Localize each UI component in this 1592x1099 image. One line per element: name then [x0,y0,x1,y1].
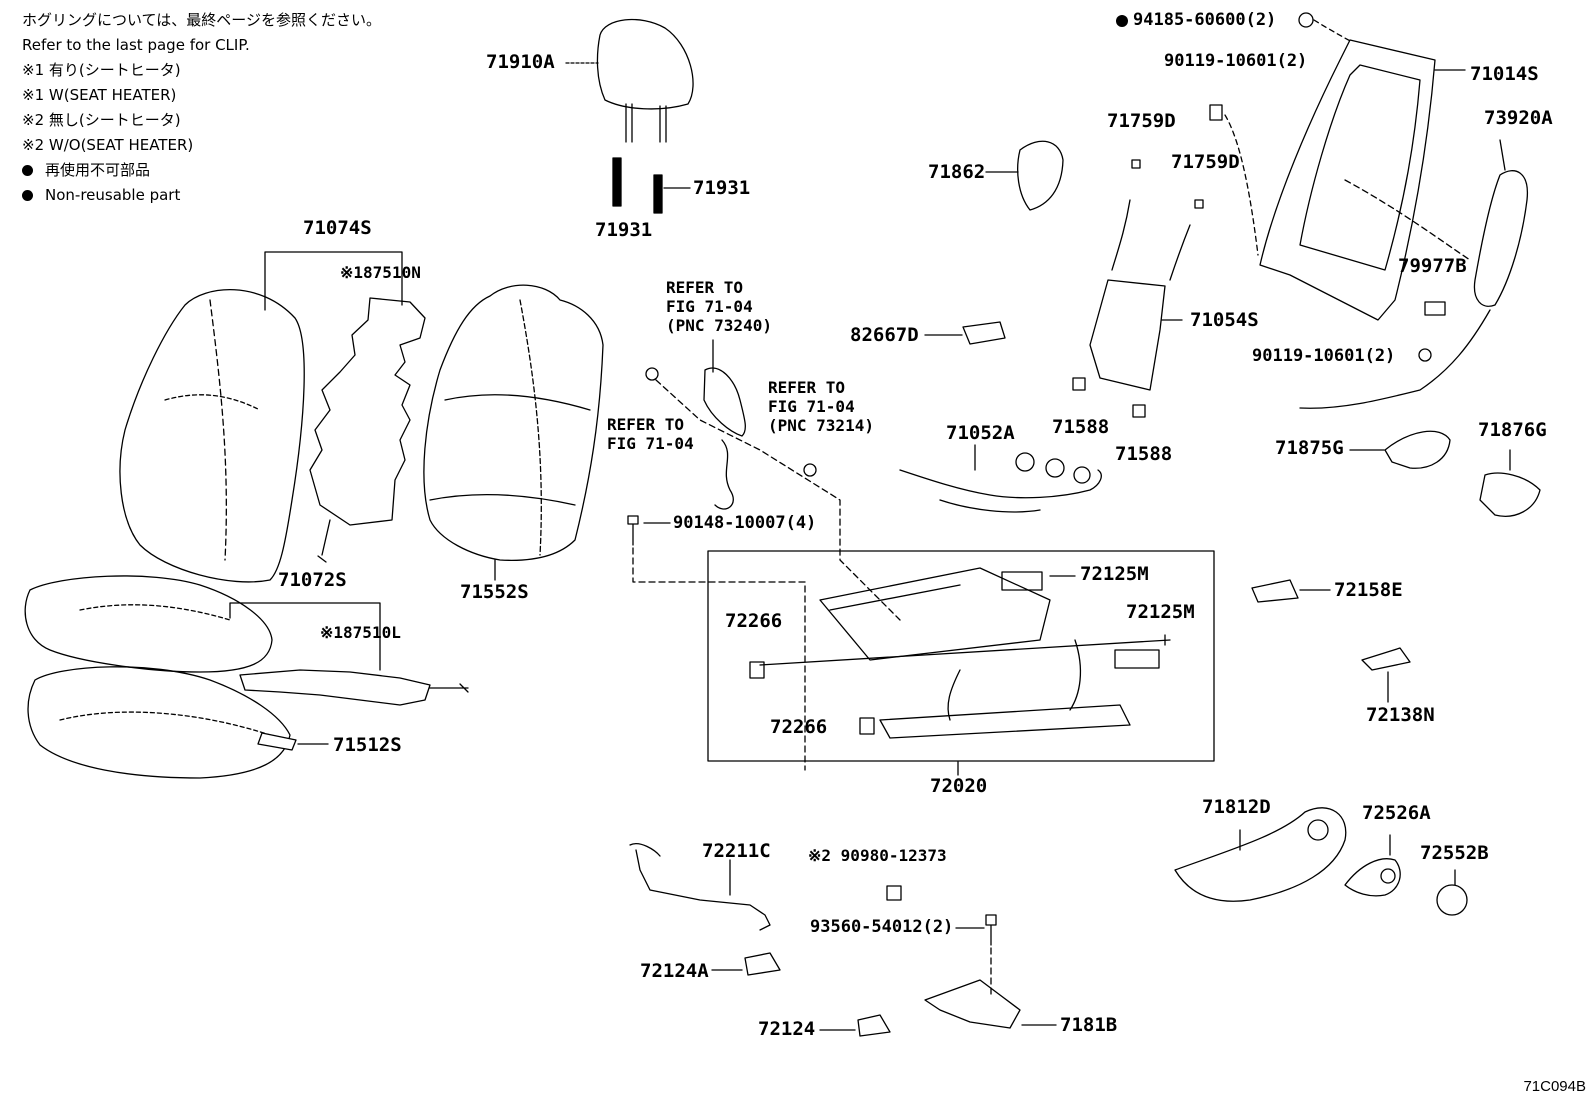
nonreusable-dot-icon [22,190,33,201]
part-label-72266-lower: 72266 [770,716,828,738]
pad-71862-drawing [986,141,1063,210]
rod-72211c-drawing [630,844,770,930]
airbag-73920a-drawing [1300,140,1527,408]
part-label-71512s: 71512S [333,734,402,756]
knob-72526a-drawing [1345,835,1467,915]
part-label-72125m-lower: 72125M [1126,601,1195,623]
part-label-71588-right: 71588 [1115,443,1173,465]
part-label-71910a: 71910A [486,51,555,73]
refer-note-airbag: REFER TO FIG 71-04 (PNC 73240) [666,278,772,335]
refer-note-pnc-73214: REFER TO FIG 71-04 (PNC 73214) [768,378,874,435]
part-label-87510n: ※187510N [340,263,421,282]
side-airbag-drawing [704,340,816,509]
part-label-71812d: 71812D [1202,796,1271,818]
clip-82667d-drawing [925,322,1005,344]
part-label-72158e: 72158E [1334,579,1403,601]
part-label-71875g: 71875G [1275,437,1344,459]
part-label-72211c: 72211C [702,840,771,862]
legend-line-clip-en: Refer to the last page for CLIP. [22,36,250,54]
part-label-71588-left: 71588 [1052,416,1110,438]
legend-line-noheater-en: ※2 W/O(SEAT HEATER) [22,136,194,154]
lumbar-71054s-drawing [1073,160,1203,417]
part-label-79977b: 79977B [1398,255,1467,277]
part-label-71759d-lower: 71759D [1171,151,1240,173]
part-label-93560: 93560-54012(2) [810,917,954,937]
part-label-71862: 71862 [928,161,986,183]
covers-72124-drawing [712,953,890,1036]
bracket-7181b-drawing [887,886,1056,1028]
bolt-90148-drawing [628,368,900,770]
part-label-71931-right: 71931 [693,177,751,199]
heater-pad-lower-drawing [240,670,468,705]
part-label-71931-left: 71931 [595,219,653,241]
heater-pad-upper-drawing [310,298,425,562]
part-label-90980: ※2 90980-12373 [808,846,947,865]
legend-nonreusable-en-text: Non-reusable part [45,186,181,204]
part-label-71014s: 71014S [1470,63,1539,85]
part-label-94185: 94185-60600(2) [1133,10,1277,30]
part-label-90119-upper: 90119-10601(2) [1164,51,1308,71]
trim-71875g-71876g-drawing [1350,431,1540,516]
legend: ホグリングについては、最終ページを参照ください。 Refer to the la… [22,8,381,208]
part-label-73920a: 73920A [1484,107,1553,129]
part-label-72020: 72020 [930,775,988,797]
legend-nonreusable-jp-text: 再使用不可部品 [45,161,151,179]
part-label-72526a: 72526A [1362,802,1431,824]
part-label-71052a: 71052A [946,422,1015,444]
legend-line-clip-jp: ホグリングについては、最終ページを参照ください。 [22,11,381,29]
harness-71052a-drawing [900,445,1101,512]
shield-71812d-drawing [1175,808,1346,901]
adjuster-72020-drawing [708,551,1214,775]
figure-code: 71C094B [1523,1078,1586,1095]
part-label-71552s: 71552S [460,581,529,603]
seatback-cover-drawing [120,252,402,582]
part-label-72125m-upper: 72125M [1080,563,1149,585]
part-label-72124: 72124 [758,1018,816,1040]
part-label-72552b: 72552B [1420,842,1489,864]
refer-note-fig: REFER TO FIG 71-04 [607,415,694,453]
part-label-71759d-upper: 71759D [1107,110,1176,132]
headrest-drawing [566,20,693,213]
part-label-90119-lower: 90119-10601(2) [1252,346,1396,366]
part-label-71054s: 71054S [1190,309,1259,331]
part-label-72124a: 72124A [640,960,709,982]
cushion-pad-drawing [28,667,328,778]
part-label-71072s: 71072S [278,569,347,591]
legend-line-heater-en: ※1 W(SEAT HEATER) [22,86,177,104]
legend-nonreusable-en: Non-reusable part [22,183,381,208]
seatback-pad-drawing [424,285,603,580]
nonreusable-marker-icon [1116,15,1128,27]
part-label-7181b: 7181B [1060,1014,1118,1036]
part-label-72266-upper: 72266 [725,610,783,632]
covers-72158e-72138n-drawing [1252,580,1410,702]
part-label-82667d: 82667D [850,324,919,346]
part-label-90148: 90148-10007(4) [673,513,817,533]
nonreusable-dot-icon [22,165,33,176]
part-label-87510l: ※187510L [320,623,401,642]
cushion-cover-drawing [25,576,380,672]
seatback-frame-drawing [1210,13,1470,361]
legend-line-noheater-jp: ※2 無し(シートヒータ) [22,111,181,129]
legend-nonreusable-jp: 再使用不可部品 [22,158,381,183]
part-label-71876g: 71876G [1478,419,1547,441]
legend-line-heater-jp: ※1 有り(シートヒータ) [22,61,181,79]
part-label-72138n: 72138N [1366,704,1435,726]
part-label-71074s: 71074S [303,217,372,239]
